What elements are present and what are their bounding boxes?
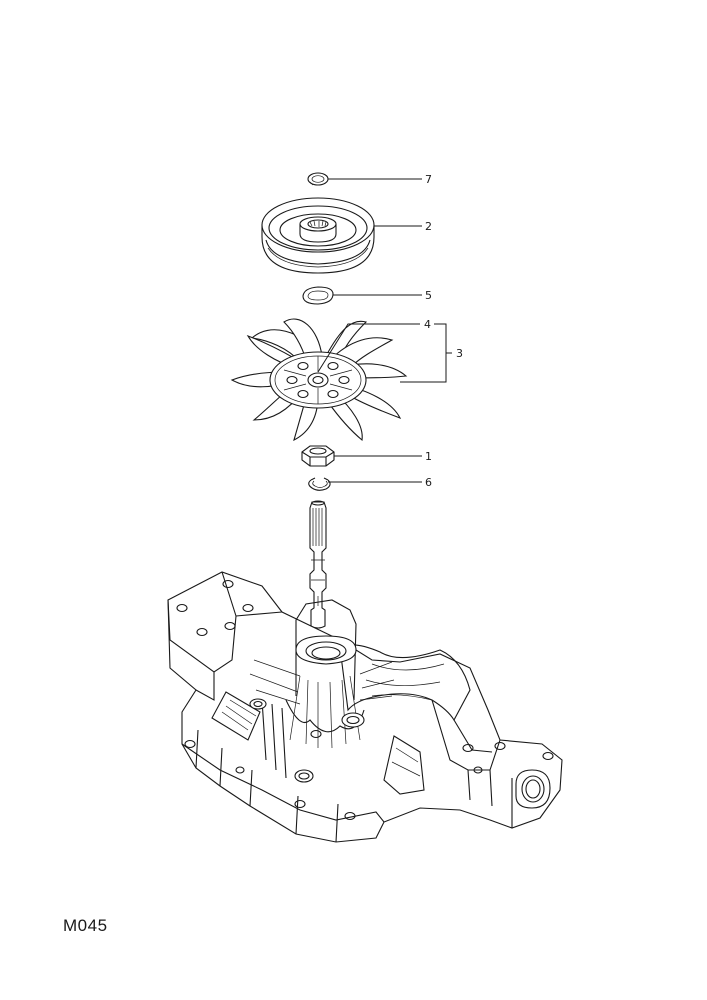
fan-hub-ribs	[283, 356, 353, 404]
callout-numbers: 7 2 5 4 3 1 6	[424, 173, 463, 489]
housing-bolt-bosses	[176, 579, 554, 821]
part-transaxle-housing	[167, 571, 563, 843]
callout-4: 4	[424, 318, 431, 331]
part-input-shaft	[309, 500, 327, 629]
callout-5: 5	[425, 289, 432, 302]
leader-lines	[317, 178, 452, 483]
callout-7: 7	[425, 173, 432, 186]
part-retaining-ring	[307, 172, 329, 186]
callout-3: 3	[456, 347, 463, 360]
fan-hub-bolt-holes	[286, 361, 350, 399]
callout-1: 1	[425, 450, 432, 463]
part-fan-assembly	[230, 318, 408, 442]
callout-6: 6	[425, 476, 432, 489]
part-pulley	[261, 197, 375, 274]
part-snap-ring	[308, 477, 331, 491]
part-nut	[301, 445, 335, 467]
part-washer	[302, 286, 334, 305]
callout-2: 2	[425, 220, 432, 233]
figure-code-label: M045	[63, 916, 108, 935]
fan-center-boss	[307, 372, 329, 388]
